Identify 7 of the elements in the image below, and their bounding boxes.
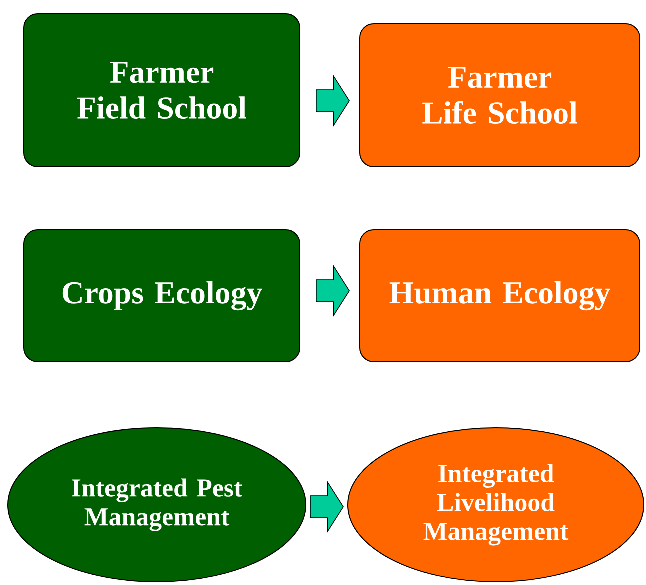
process-box: Crops Ecology xyxy=(24,230,300,362)
block-arrow xyxy=(310,480,344,534)
process-box: Farmer Field School xyxy=(24,14,300,168)
block-arrow xyxy=(316,264,350,318)
process-box: Farmer Life School xyxy=(360,24,640,168)
block-arrow xyxy=(316,74,350,128)
process-box: Human Ecology xyxy=(360,230,640,362)
